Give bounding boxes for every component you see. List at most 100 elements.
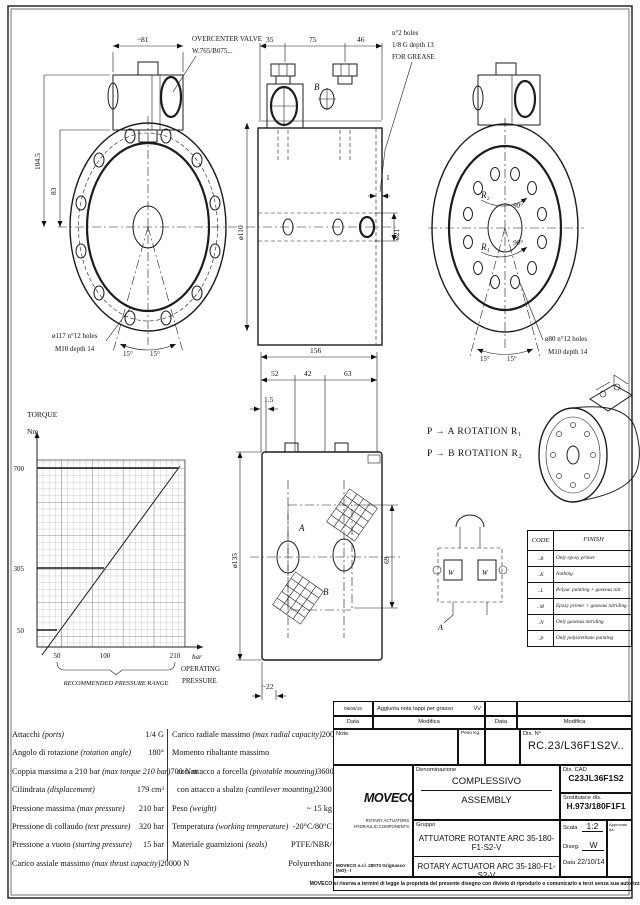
revision-description-cell: Aggiunta nota tappi per grasso VV [373,701,485,716]
gruppo-cell: Gruppo ATTUATORE ROTANTE ARC 35-180-F1-S… [413,820,560,880]
rear-holes-note-1: ø80 n°12 holes [545,335,587,343]
finish-desc: Epoxy primer + gaseous nitriding [556,602,627,609]
overcenter-valve-note-1: OVERCENTER VALVE [192,35,262,43]
data-label: Data [563,860,576,866]
revision-description-2-cell [517,701,632,716]
grease-note-1: n°2 holes [392,29,419,37]
hatched-flange-bottom [272,571,324,625]
gruppo-english: ROTARY ACTUATOR ARC 35-180-F1-S2-V [417,862,556,880]
chart-x-unit: bar [192,653,202,661]
xtick-50: 50 [54,652,62,660]
bottom-dim-d135: ø135 [230,553,239,568]
spec-table-left: Attacchi (ports)1/4 G Angolo di rotazion… [12,726,198,873]
hydraulic-schematic: W W A [432,514,508,632]
spec-row: Momento ribaltante massimo [172,748,270,758]
spec-row: Coppia massima a 210 bar (max torque 210… [12,766,198,776]
front-angle-right: 15° [150,350,160,358]
schematic-port-a: A [437,623,443,632]
revision-sig: VV [473,705,481,712]
ytick-50: 50 [17,627,25,635]
rear-r1-label: R₁ [480,242,490,252]
brand-address: MOVECO s.r.l. 28073 Grignasco (NO) - I [336,863,405,873]
sostituisce-value: H.973/180F1F1 [566,801,626,811]
rear-90-bottom: 90° [513,239,523,247]
approvato-cell: Approvato da: [607,820,632,877]
bottom-dim-42: 42 [304,369,312,378]
schematic-w-right: W [482,569,489,577]
brand-name: MOVECO [364,791,417,805]
rotation-note-2: P → B ROTATION R₂ [427,449,523,459]
spec-row: Angolo di rotazione (rotation angle)180° [12,748,164,758]
gruppo-label: Gruppo [416,822,436,828]
note-cell: Note [333,729,458,765]
peso-cell: Peso Kg. [458,729,485,765]
dis-n-cell: Dis. N° RC.23/L36F1S2V.. [520,729,632,765]
bottom-view: 156 52 42 63 1.5 A B [230,346,400,700]
scala-cell: Scala 1:2 Diseg. W Data 22/10/14 [560,820,607,877]
revision-col-data-2: Data [485,716,517,729]
finish-code: ..K [528,567,554,582]
chart-title: TORQUE [27,410,58,419]
chart-operating-2: PRESSURE [182,677,217,685]
finish-row: ..N Only gaseous nitriding [528,614,631,630]
rotation-note-1: P → A ROTATION R₁ [427,427,522,437]
front-dim-width: ~81 [137,35,149,44]
front-angle-left: 15° [123,350,133,358]
finish-row: ..B Only epoxy primer [528,550,631,566]
torque-chart: TORQUE Nm 700 305 50 50 100 210 bar RECO… [14,410,220,687]
gruppo-italian: ATTUATORE ROTANTE ARC 35-180-F1-S2-V [414,834,559,857]
side-dim-d21: ø21 [392,229,401,241]
xtick-210: 210 [170,652,181,660]
front-bolt-holes [75,128,221,326]
spec-table-right: Carico radiale massimo (max radial capac… [172,726,351,873]
approvato-label: Approvato da: [609,822,628,832]
finish-row: ..K Nothing [528,566,631,582]
finish-desc: Only polyurethane painting [556,634,614,641]
scala-value: 1:2 [581,821,604,832]
front-holes-note-2: M10 depth 14 [55,345,95,353]
revision-col-modifica-1: Modifica [373,716,485,729]
brand-cell: MOVECO ROTARY ACTUATORS HYDRAULIC COMPON… [333,765,417,877]
sostituisce-label: Sostituisce dis. [563,795,602,801]
diseg-label: Diseg. [563,844,580,850]
finish-desc: Only gaseous nitriding [556,618,604,625]
denominazione-label: Denominazione [416,767,457,773]
diseg-value: W [582,840,605,851]
page-border [7,5,633,899]
finish-row: ..L Polyur. painting + gaseous nitr. [528,582,631,598]
finish-row: ..M Epoxy primer + gaseous nitriding [528,598,631,614]
spec-row: Pressione a vuoto (starting pressure)15 … [12,840,164,850]
bottom-dim-22: ~22 [262,682,274,691]
bottom-dim-69: 69 [382,556,391,564]
finish-code: ..N [528,615,554,630]
dis-n-value: RC.23/L36F1S2V.. [527,740,625,752]
spec-row: Temperatura (working temperature)-20°C/8… [172,821,332,831]
side-dim-46: 46 [357,35,365,44]
spec-row: Pressione di collaudo (test pressure)320… [12,821,164,831]
overcenter-valve-note-2: W.765/B075... [192,47,233,55]
revision-col-data-1: Data [333,716,373,729]
ytick-305: 305 [14,565,25,573]
dis-cad-value: C23JL36F1S2 [568,773,624,783]
dis-cad-cell: Dis. CAD C23JL36F1S2 [560,765,632,793]
actuator-3d-image [538,374,640,503]
finish-row: ..P Only polyurethane painting [528,630,631,646]
dis-n-label: Dis. N° [523,731,542,737]
side-view: 35 75 46 n°2 holes 1/8 G depth 13 FOR GR… [246,29,435,346]
front-dim-104: 104.5 [33,153,42,170]
bottom-port-b-label: B [323,587,329,597]
rear-angle-left: 15° [480,355,490,363]
brand-sub1: ROTARY ACTUATORS [365,818,409,823]
side-dim-1: 1 [386,173,390,182]
spec-row: Carico radiale massimo (max radial capac… [172,730,351,739]
ytick-700: 700 [14,465,25,473]
spec-row: Cilindrata (displacement)179 cm³ [12,785,164,795]
finish-desc: Polyur. painting + gaseous nitr. [556,586,622,593]
note-label: Note [336,731,349,737]
side-port-b-label: B [314,82,320,92]
torque-line [41,465,181,656]
data-value: 22/10/14 [577,859,605,866]
spec-row: Polyurethane [288,858,332,868]
title-italian: COMPLESSIVO [421,776,552,791]
